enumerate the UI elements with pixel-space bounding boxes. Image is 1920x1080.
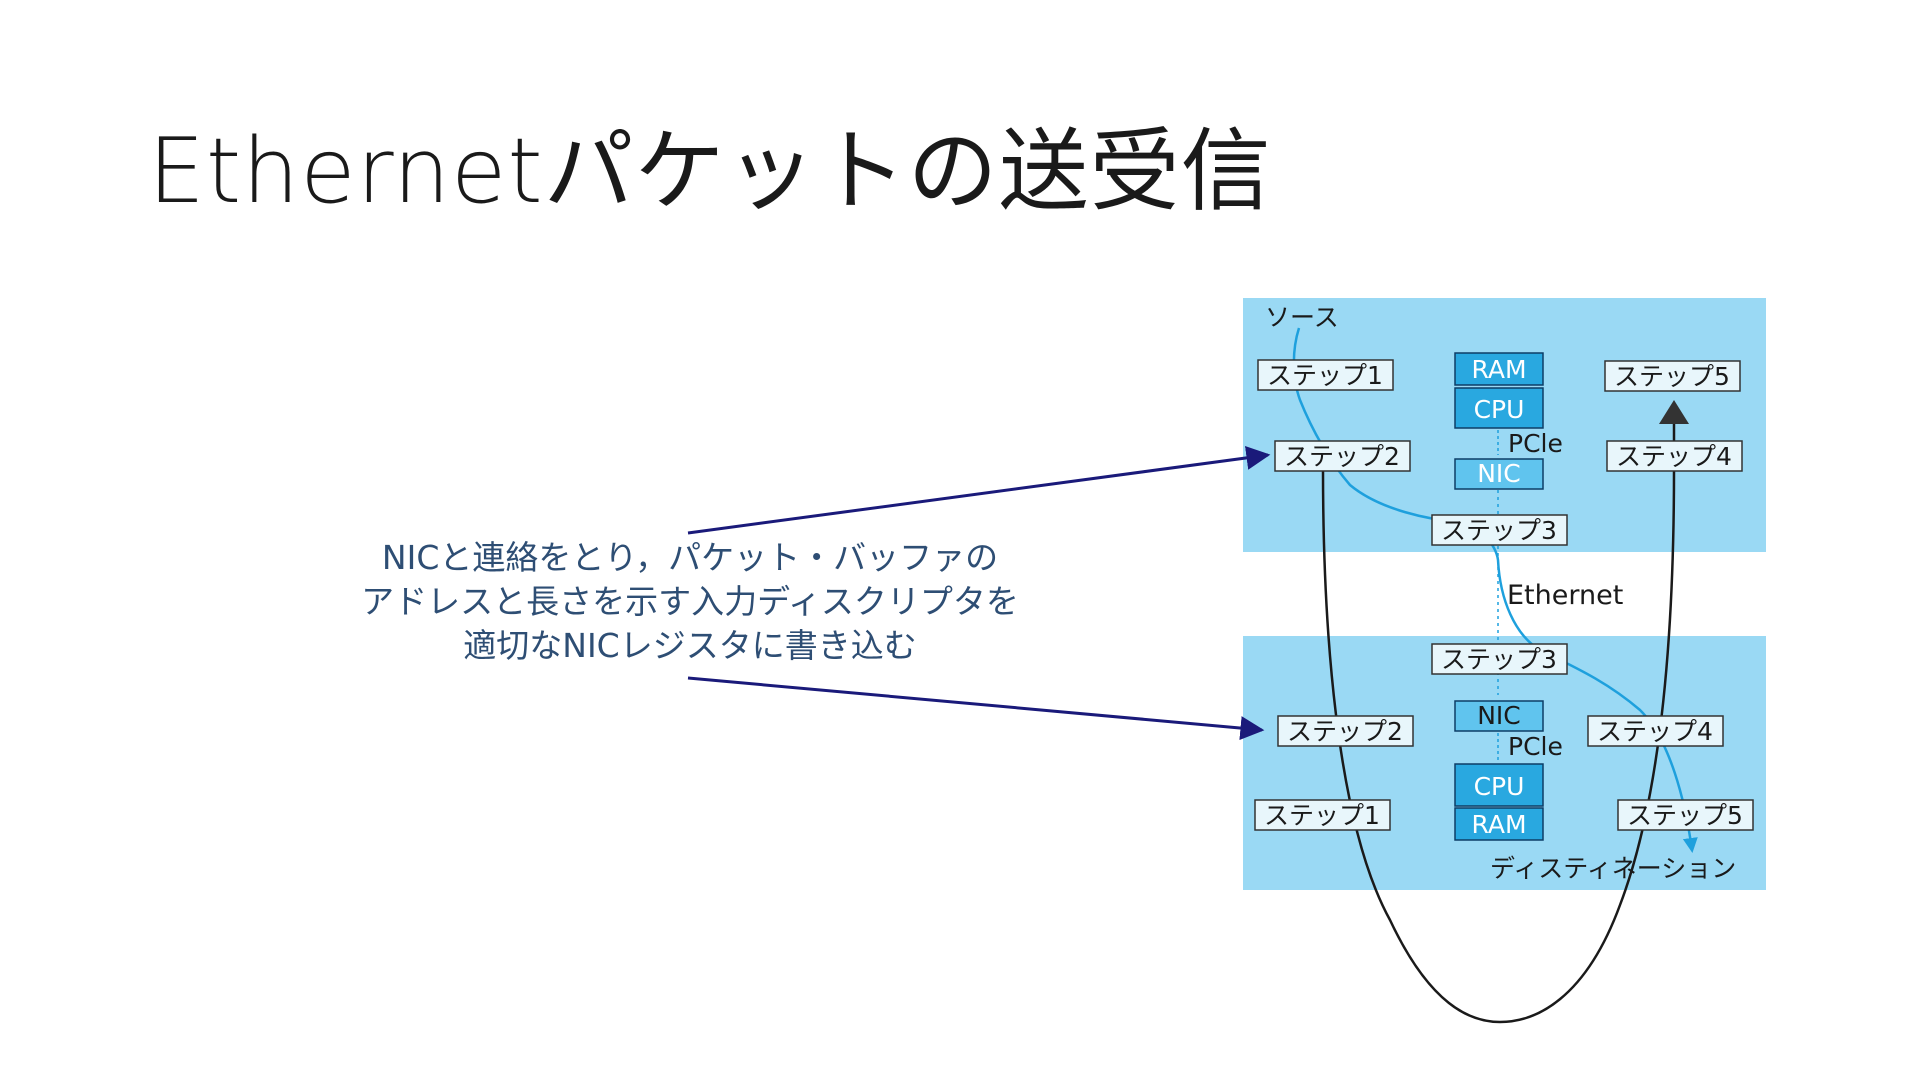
source-label: ソース — [1265, 303, 1339, 332]
source-ram-chip — [1454, 352, 1544, 386]
source-step4-label: ステップ4 — [1616, 442, 1732, 471]
source-step4-box — [1606, 440, 1743, 472]
dest-step1-label: ステップ1 — [1264, 801, 1380, 830]
source-cpu-label: CPU — [1474, 395, 1525, 424]
source-step3-label: ステップ3 — [1441, 516, 1557, 545]
source-pcie-label: PCle — [1508, 429, 1563, 458]
dest-step4-label: ステップ4 — [1597, 717, 1713, 746]
callout-arrow-to-dest-step2 — [687, 676, 1265, 741]
dest-step3-label: ステップ3 — [1441, 645, 1557, 674]
dest-step4-box — [1587, 715, 1724, 747]
callout-line: NICと連絡をとり，パケット・バッファの — [381, 538, 999, 577]
callout-arrow-to-source-step2 — [687, 445, 1271, 535]
dest-nic-label: NIC — [1477, 701, 1521, 730]
source-step2-label: ステップ2 — [1284, 442, 1400, 471]
dest-ram-label: RAM — [1471, 810, 1526, 839]
dest-cpu-chip — [1454, 763, 1544, 807]
source-step1-box — [1257, 359, 1394, 391]
up-arrow-icon — [1659, 400, 1689, 424]
dest-step2-box — [1277, 715, 1414, 747]
destination-panel — [1243, 636, 1766, 890]
dest-nic-chip — [1454, 700, 1544, 732]
dest-step1-box — [1254, 799, 1391, 831]
source-nic-chip — [1454, 458, 1544, 490]
callout-text: NICと連絡をとり，パケット・バッファの アドレスと長さを示す入力ディスクリプタ… — [310, 536, 1070, 668]
source-step5-label: ステップ5 — [1614, 362, 1730, 391]
dest-cpu-label: CPU — [1474, 772, 1525, 801]
dest-step5-box — [1617, 799, 1754, 831]
dest-step2-label: ステップ2 — [1287, 717, 1403, 746]
destination-label: ディスティネーション — [1490, 854, 1736, 883]
source-step5-box — [1604, 360, 1741, 392]
source-step1-label: ステップ1 — [1267, 361, 1383, 390]
source-cpu-chip — [1454, 387, 1544, 429]
ethernet-label: Ethernet — [1507, 580, 1623, 611]
source-step3-box — [1431, 514, 1568, 546]
source-nic-label: NIC — [1477, 459, 1521, 488]
source-ram-label: RAM — [1471, 355, 1526, 384]
source-step2-box — [1274, 440, 1411, 472]
dest-step5-label: ステップ5 — [1627, 801, 1743, 830]
callout-line: アドレスと長さを示す入力ディスクリプタを — [361, 582, 1019, 621]
dest-pcie-label: PCle — [1508, 732, 1563, 761]
callout-line: 適切なNICレジスタに書き込む — [463, 626, 917, 665]
dest-ram-chip — [1454, 807, 1544, 841]
slide-title: Ethernetパケットの送受信 — [148, 119, 1272, 224]
dest-step3-box — [1431, 643, 1568, 675]
packet-flow-path — [1292, 327, 1698, 853]
